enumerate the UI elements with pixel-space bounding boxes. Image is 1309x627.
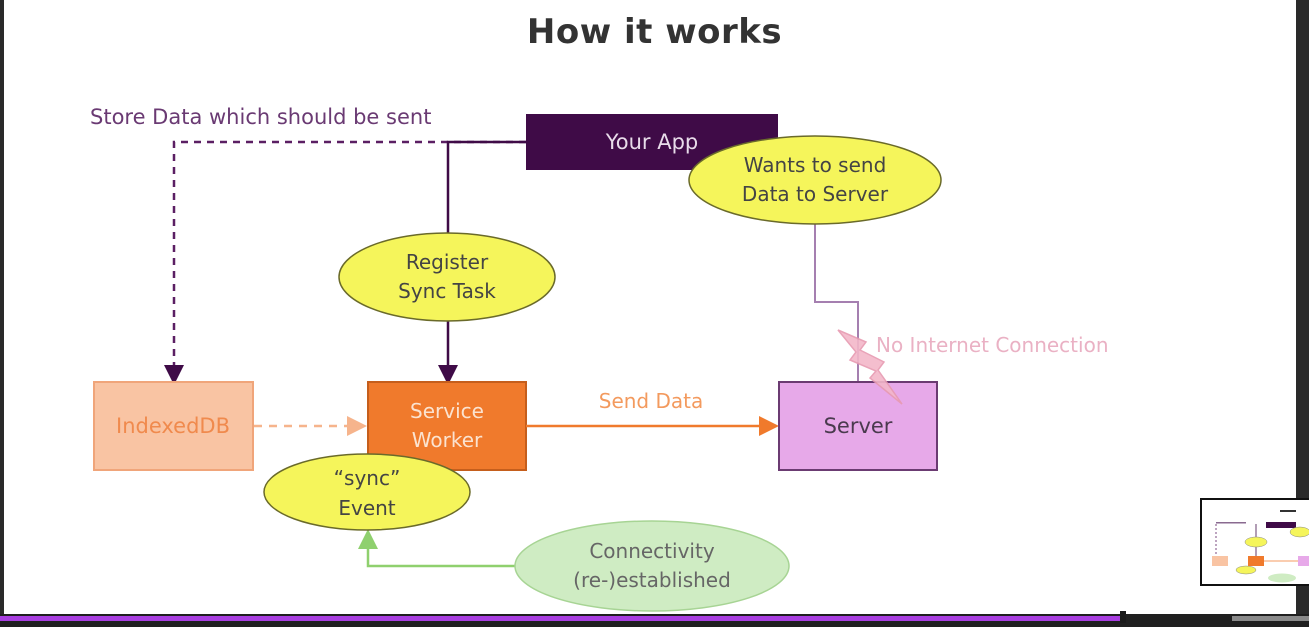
server-box — [778, 381, 938, 471]
connectivity-line1: Connectivity — [589, 539, 714, 563]
register-line2: Sync Task — [398, 279, 496, 303]
server-label: Server — [824, 414, 893, 438]
wants-to-send-ellipse — [688, 135, 942, 225]
wants-send-line2: Data to Server — [742, 182, 889, 206]
indexeddb-label: IndexedDB — [116, 414, 230, 438]
wants-send-line1: Wants to send — [744, 153, 887, 177]
send-data-label: Send Data — [599, 389, 703, 413]
sync-event-line1: “sync” — [334, 466, 401, 490]
slide-thumbnail-preview — [1202, 500, 1309, 584]
store-data-connector — [164, 140, 526, 385]
progress-buffered — [1232, 616, 1309, 621]
left-frame-edge — [0, 0, 4, 615]
sync-event-line2: Event — [338, 496, 395, 520]
service-worker-line1: Service — [410, 399, 484, 423]
connectivity-connector — [358, 529, 515, 568]
lightning-bolt-icon — [837, 329, 903, 405]
service-worker-line2: Worker — [412, 428, 483, 452]
register-sync-task-ellipse — [338, 232, 556, 322]
indexeddb-box — [93, 381, 254, 471]
sync-event-ellipse — [263, 453, 471, 531]
store-data-label: Store Data which should be sent — [90, 105, 431, 129]
progress-fill — [0, 616, 1123, 621]
slide-thumbnail[interactable] — [1200, 498, 1309, 586]
no-internet-label: No Internet Connection — [876, 333, 1109, 357]
register-line1: Register — [406, 250, 489, 274]
connectivity-line2: (re-)established — [573, 568, 731, 592]
right-frame-edge — [1296, 0, 1309, 615]
your-app-label: Your App — [605, 130, 699, 154]
progress-scrubber-handle[interactable] — [1120, 611, 1126, 623]
connectivity-ellipse — [514, 520, 790, 612]
slide-title: How it works — [526, 12, 783, 52]
